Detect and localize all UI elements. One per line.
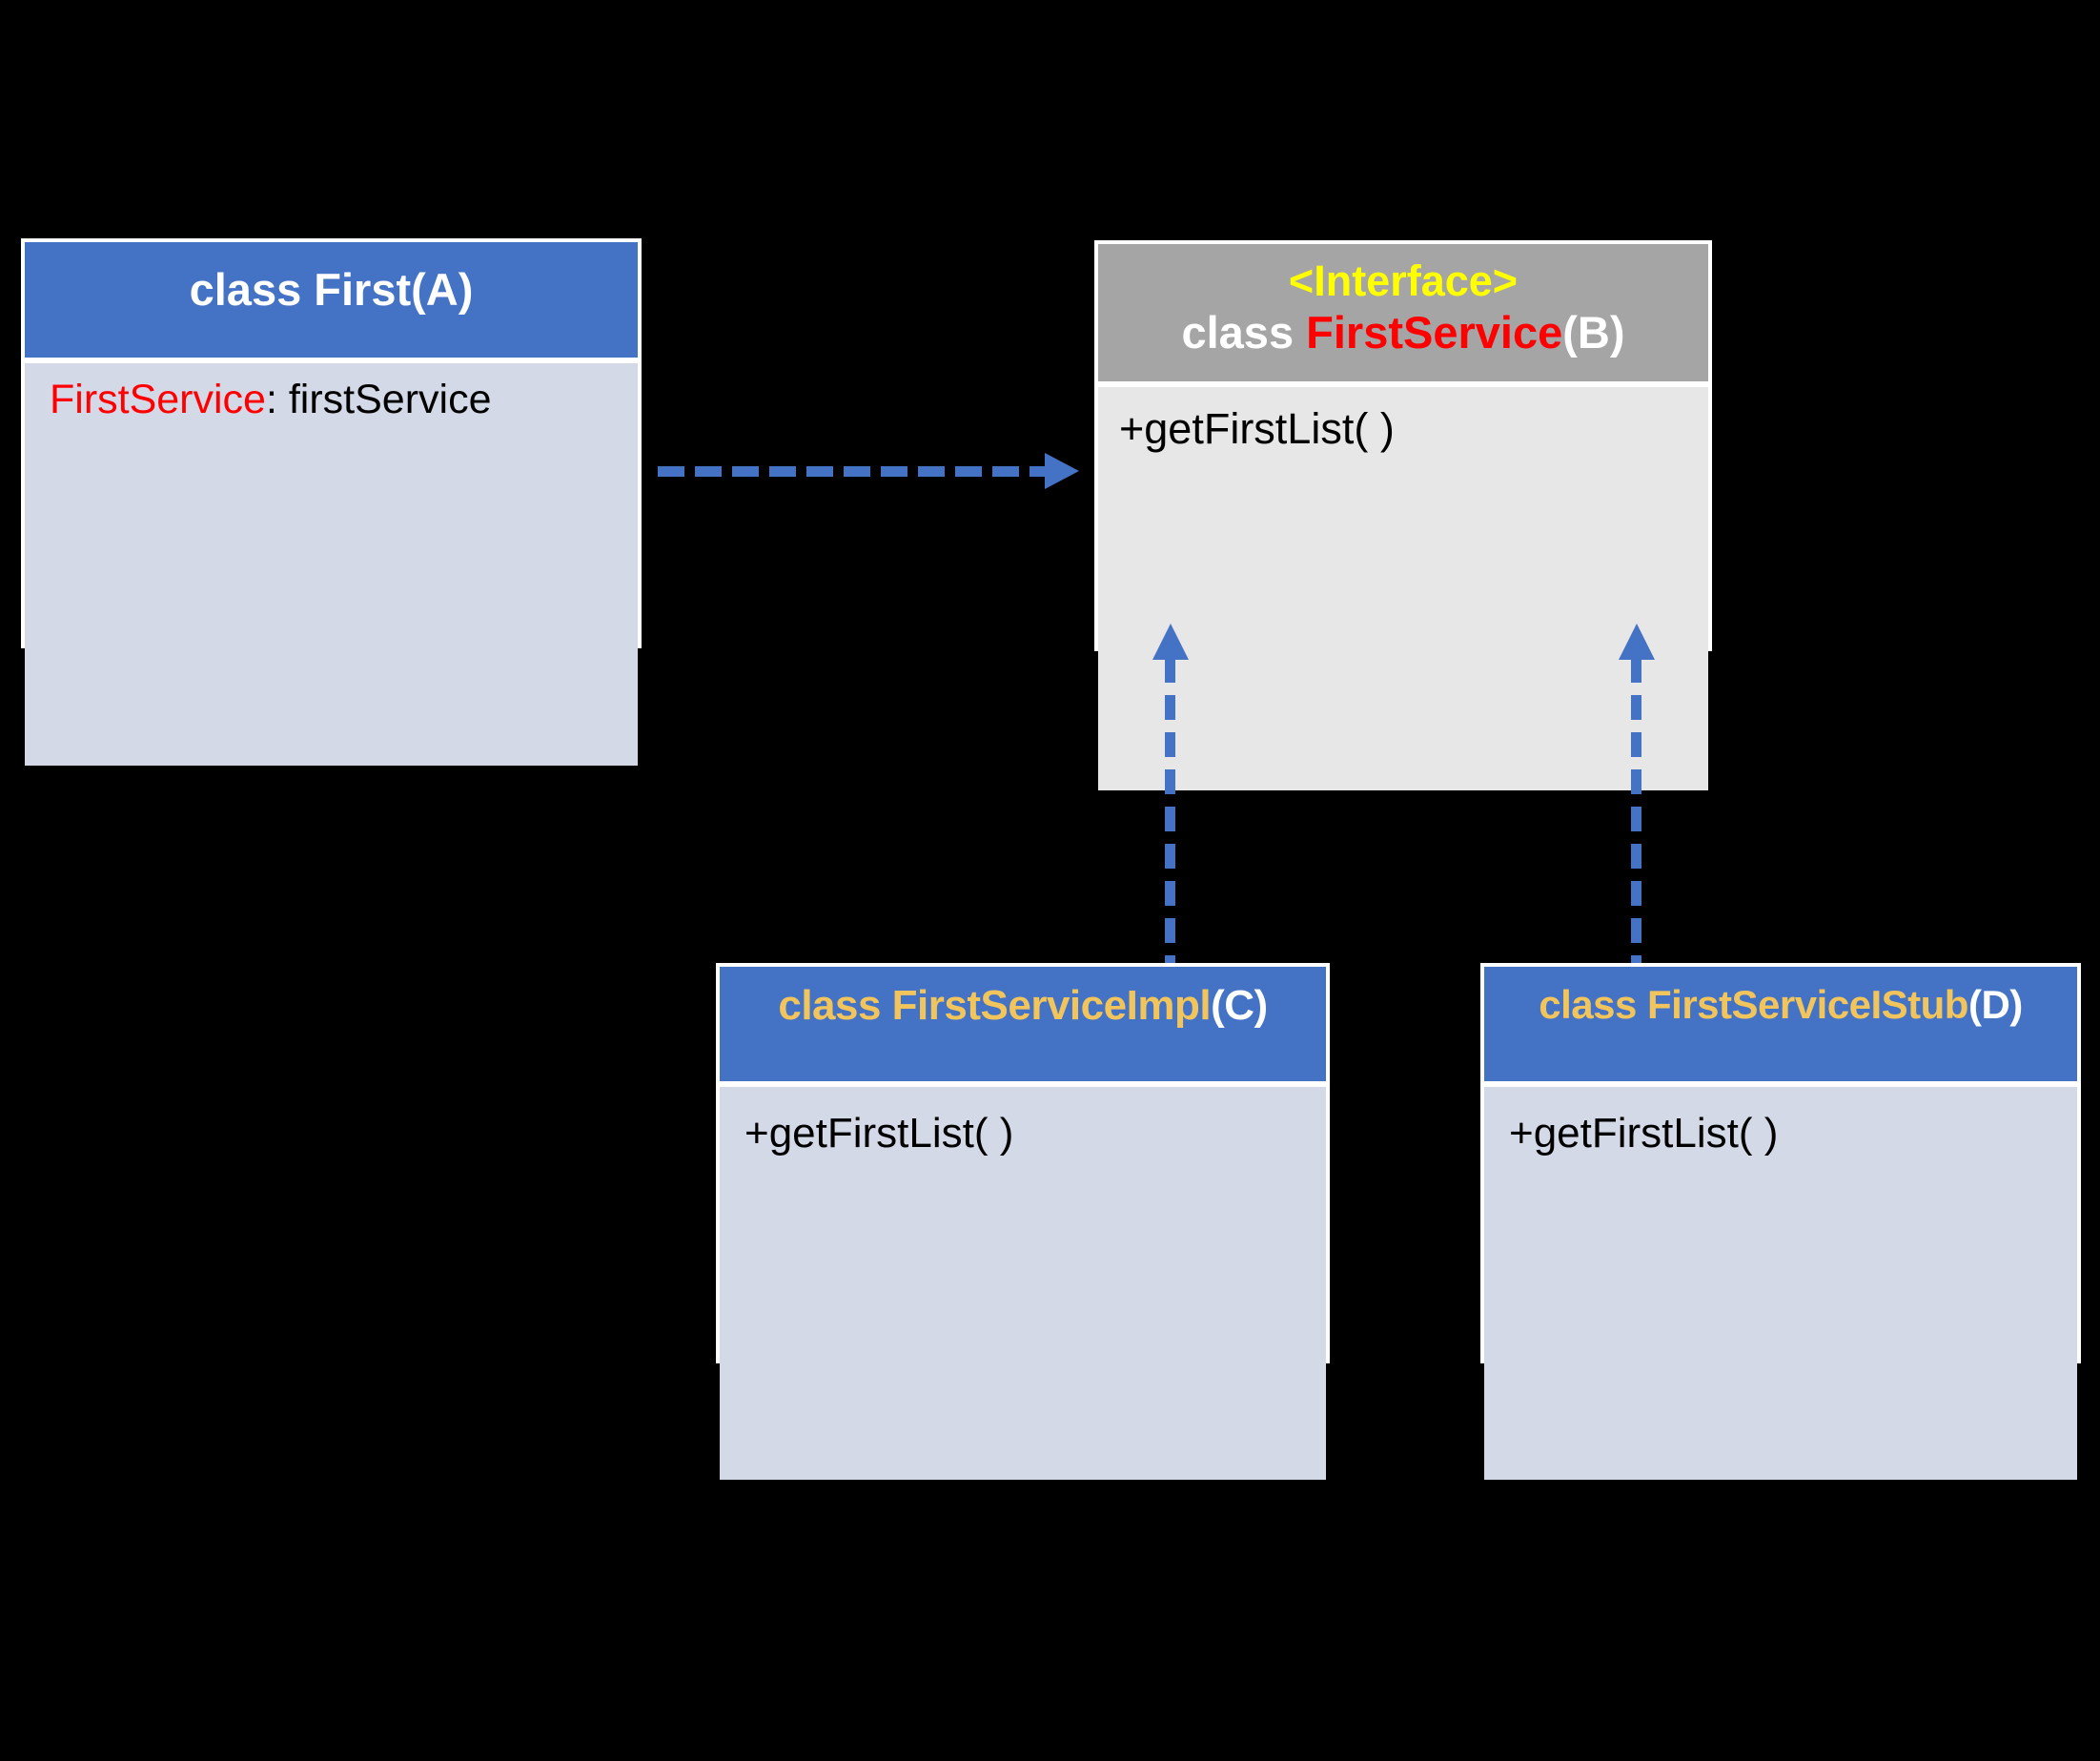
class-box-first-a-body: FirstService: firstService <box>25 363 638 766</box>
method-line: +getFirstList( ) <box>744 1110 1014 1157</box>
realization-impl-arrow-line <box>1165 658 1175 963</box>
class-box-impl-title: class FirstServiceImpl(C) <box>778 982 1268 1030</box>
dependency-arrowhead-icon <box>1045 453 1079 489</box>
class-box-first-a: class First(A) FirstService: firstServic… <box>21 238 642 766</box>
interface-title: class FirstService(B) <box>1181 306 1624 358</box>
interface-stereotype: <Interface> <box>1288 256 1519 305</box>
class-box-impl-header: class FirstServiceImpl(C) <box>720 967 1326 1087</box>
class-box-first-a-title: class First(A) <box>189 264 474 315</box>
realization-stub-arrowhead-icon <box>1619 624 1655 660</box>
method-line: +getFirstList( ) <box>1119 404 1395 453</box>
attribute-line: FirstService: firstService <box>50 377 638 423</box>
interface-title-name: FirstService <box>1306 307 1563 358</box>
class-box-stub-title-suffix: (D) <box>1967 982 2023 1027</box>
class-box-firstserviceistub-d: class FirstServiceIStub(D) +getFirstList… <box>1480 963 2081 1480</box>
class-box-firstserviceimpl-c: class FirstServiceImpl(C) +getFirstList(… <box>716 963 1330 1480</box>
realization-impl-arrowhead-icon <box>1152 624 1189 660</box>
class-box-stub-title: class FirstServiceIStub(D) <box>1539 982 2023 1028</box>
class-box-first-a-header: class First(A) <box>25 242 638 363</box>
class-box-impl-body: +getFirstList( ) <box>720 1087 1326 1480</box>
interface-title-suffix: (B) <box>1562 307 1625 358</box>
dependency-arrow-line <box>658 466 1045 477</box>
interface-box-header: <Interface> class FirstService(B) <box>1098 244 1708 387</box>
class-box-impl-title-suffix: (C) <box>1211 982 1268 1029</box>
method-line: +getFirstList( ) <box>1509 1110 1779 1157</box>
class-box-stub-title-main: class FirstServiceIStub <box>1539 982 1968 1027</box>
interface-box-firstservice-b: <Interface> class FirstService(B) +getFi… <box>1094 240 1712 790</box>
class-box-stub-body: +getFirstList( ) <box>1484 1087 2077 1480</box>
realization-stub-arrow-line <box>1631 658 1641 963</box>
class-box-stub-header: class FirstServiceIStub(D) <box>1484 967 2077 1087</box>
attribute-type: FirstService <box>50 377 266 422</box>
interface-title-class-keyword: class <box>1181 307 1307 358</box>
attribute-name: : firstService <box>265 377 492 422</box>
interface-box-body: +getFirstList( ) <box>1098 387 1708 790</box>
class-box-impl-title-main: class FirstServiceImpl <box>778 982 1212 1029</box>
